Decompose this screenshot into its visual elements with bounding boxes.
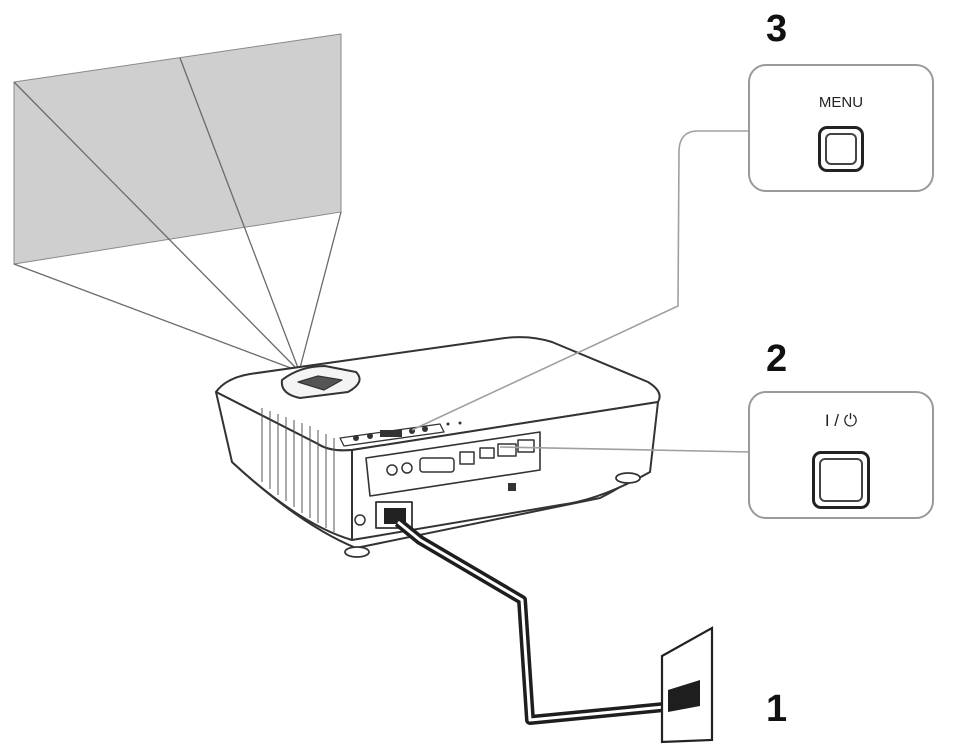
projection-beam [13,57,342,371]
power-button-panel: I / ⏻ [748,391,934,519]
power-outlet-icon [660,626,714,744]
step-number-1: 1 [766,688,788,730]
menu-button-label: MENU [818,94,864,111]
projector-icon [215,336,661,558]
callout-lines [411,130,752,453]
menu-button-face [825,133,857,165]
power-button-label: I / ⏻ [824,411,858,430]
callout-line-power [499,446,752,453]
step-number-3: 3 [766,8,788,50]
power-button-icon[interactable] [812,451,870,509]
menu-button-icon[interactable] [818,126,864,172]
projection-screen [13,33,342,265]
menu-button-panel: MENU [748,64,934,192]
step-number-2: 2 [766,338,788,380]
callout-line-menu [411,130,751,431]
power-button-face [819,458,863,502]
power-cable-icon [394,518,665,725]
